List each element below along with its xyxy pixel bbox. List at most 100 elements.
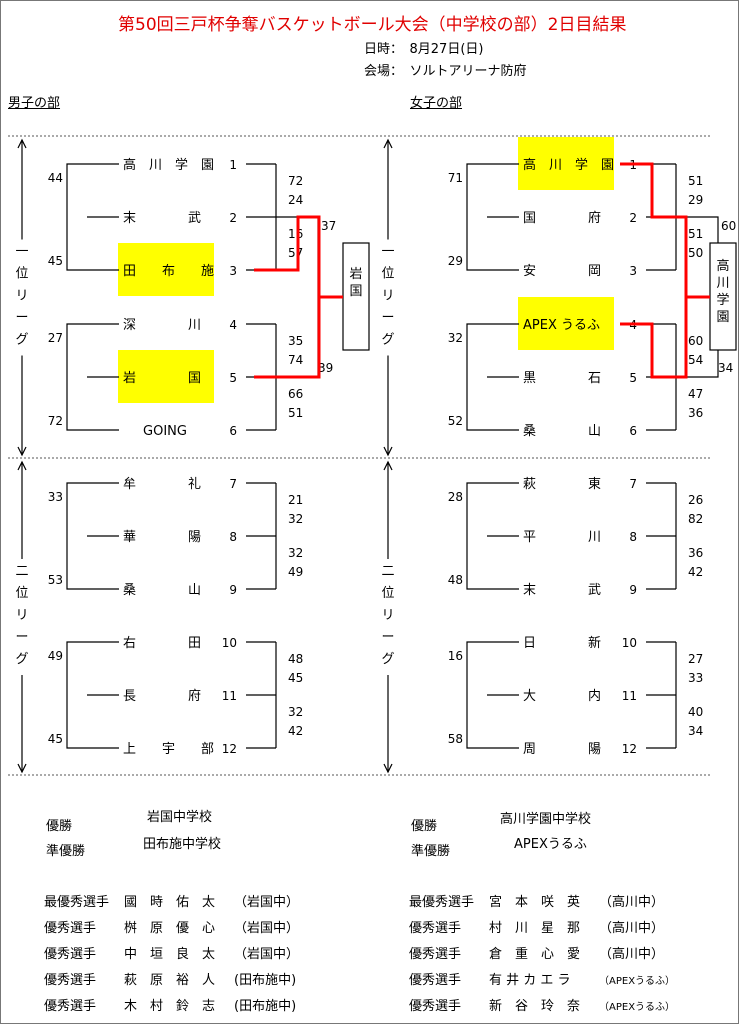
boys-league2-label-char-1: 二 [15,564,28,579]
boys-league1-label-char-5: グ [15,333,28,348]
boys-team-name-7: 牟 礼 [123,476,201,492]
award-player-name: 新 谷 玲 奈 [489,999,581,1014]
award-player-name: 倉 重 心 愛 [489,947,581,962]
award-school: （高川中） [599,895,665,910]
girls-team-name-2: 国 府 [523,211,601,226]
girls-winner-char-4: 園 [716,310,729,325]
girls-champion-label: 優勝 [411,819,438,834]
boys-team-name-8: 華 陽 [123,530,201,545]
girls-team-number-7: 7 [629,477,637,491]
girls-runnerup-label: 準優勝 [411,844,451,859]
boys-highlight-5 [118,350,214,403]
award-player-name: 木 村 鈴 志 [124,999,216,1014]
girls-team-number-9: 9 [629,583,637,597]
award-player-name: 中 垣 良 太 [124,947,216,962]
girls-right-score-13: 27 [688,652,703,666]
boys-right-score-7: 66 [288,387,303,401]
award-player-name: 宮 本 咲 英 [489,895,581,910]
girls-team-name-10: 日 新 [523,635,601,651]
girls-league1-arrow-up [383,138,393,149]
girls-highlight-1 [518,137,614,190]
girls-left-score-3: 32 [448,331,463,345]
girls-league2-label-bg [379,559,397,675]
boys-winner-box [342,242,370,351]
award-school: （高川中） [599,947,665,962]
boys-team-name-4: 深 川 [123,318,201,333]
girls-right-score-4: 50 [688,246,703,260]
boys-right-score-14: 45 [288,671,303,685]
award-label: 優秀選手 [409,921,462,936]
boys-league2-label-bg [13,559,31,675]
boys-league1-arrow-up [17,138,27,149]
boys-team-number-8: 8 [229,530,237,544]
boys-left-bracket-3 [66,482,87,590]
boys-runnerup: 田布施中学校 [143,837,222,852]
boys-winner-char-2: 国 [349,284,362,299]
boys-winner-path [254,215,321,297]
boys-team-name-2: 末 武 [123,211,201,226]
award-school: （岩国中） [234,921,300,936]
boys-section-header: 男子の部 [8,96,61,111]
boys-runnerup-label: 準優勝 [46,844,86,859]
boys-champion: 岩国中学校 [147,810,213,825]
boys-award-row: 優秀選手木 村 鈴 志(田布施中) [44,995,296,1014]
event-date: 日時： 8月27日(日) [364,42,484,57]
boys-team-number-10: 10 [222,636,237,650]
boys-league2-label-char-2: 位 [15,586,28,601]
boys-left-score-8: 45 [48,732,63,746]
girls-left-score-5: 28 [448,490,463,504]
girls-left-bracket-4 [466,641,487,749]
girls-league1-arrow-down [383,446,393,457]
boys-winner-path-2 [254,295,343,379]
girls-league2-label-char-5: グ [381,652,394,667]
award-school: （高川中） [599,921,665,936]
boys-left-score-5: 33 [48,490,63,504]
boys-team-name-9: 桑 山 [123,583,201,598]
award-label: 優秀選手 [44,999,97,1014]
girls-right-score-15: 40 [688,705,703,719]
boys-right-score-3: 16 [288,227,303,241]
girls-right-score-7: 47 [688,387,703,401]
boys-league2-label-char-4: ー [15,630,28,645]
girls-right-score-11: 36 [688,546,703,560]
boys-left-bracket-1 [66,163,87,271]
boys-team-number-11: 11 [222,689,237,703]
award-label: 優秀選手 [44,947,97,962]
girls-right-score-5: 60 [688,334,703,348]
boys-right-score-1: 72 [288,174,303,188]
boys-league2-label-char-3: リ [15,608,28,623]
girls-team-number-2: 2 [629,211,637,225]
boys-champion-label: 優勝 [46,819,73,834]
girls-team-name-1: 高 川 学 園 [523,157,614,173]
award-label: 優秀選手 [44,921,97,936]
girls-right-score-3: 51 [688,227,703,241]
boys-team-number-4: 4 [229,318,237,332]
girls-league2-arrow-up [383,460,393,471]
boys-league1-label-bg [13,239,31,356]
girls-award-row: 優秀選手新 谷 玲 奈（APEXうるふ） [409,995,675,1014]
award-label: 最優秀選手 [409,895,475,910]
award-player-name: 萩 原 裕 人 [124,973,216,988]
girls-left-bracket-2 [466,323,487,431]
girls-team-name-4: APEX うるふ [523,318,600,333]
girls-team-name-6: 桑 山 [523,424,601,439]
boys-team-name-12: 上 宇 部 [123,742,214,757]
girls-highlight-4 [518,297,614,350]
girls-team-name-3: 安 岡 [523,264,601,279]
girls-winner-char-2: 川 [716,276,729,291]
girls-runnerup: APEXうるふ [514,837,587,852]
boys-final-score-2: 39 [318,361,333,375]
boys-award-row: 優秀選手萩 原 裕 人(田布施中) [44,969,296,988]
girls-left-score-6: 48 [448,573,463,587]
girls-right-score-12: 42 [688,565,703,579]
boys-league2-label-char-5: グ [15,652,28,667]
award-school: (田布施中) [234,973,297,988]
boys-team-number-3: 3 [229,264,237,278]
girls-winner-path [620,162,710,299]
boys-award-row: 優秀選手桝 原 優 心（岩国中） [44,917,299,936]
girls-league1-label-char-4: ー [381,311,394,326]
boys-team-name-10: 右 田 [123,636,201,651]
girls-league2-label-char-2: 位 [381,586,394,601]
girls-league1-label-char-3: リ [381,289,394,304]
girls-final-score-2: 34 [718,361,733,375]
